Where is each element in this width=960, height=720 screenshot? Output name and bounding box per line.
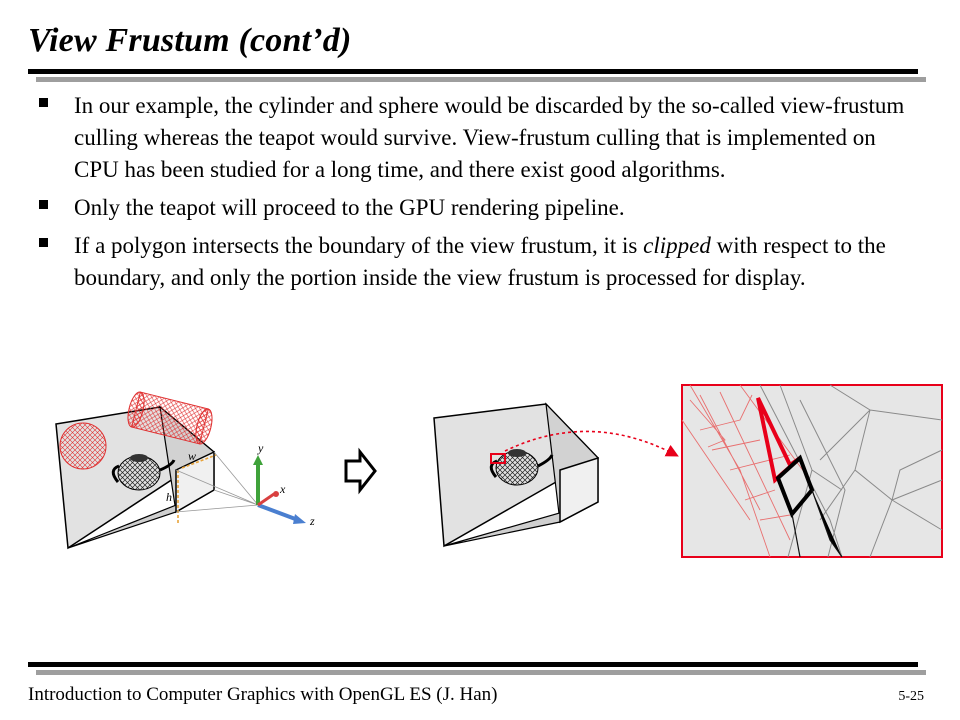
bullet-3-emphasis: clipped — [643, 233, 711, 258]
label-x: x — [279, 482, 286, 496]
footer-page-number: 5-25 — [898, 689, 924, 704]
label-z: z — [309, 514, 315, 528]
footer-course-title: Introduction to Computer Graphics with O… — [28, 684, 498, 705]
bullet-square-icon — [39, 98, 48, 107]
footer-rule-black — [28, 662, 918, 667]
bullet-item: Only the teapot will proceed to the GPU … — [36, 192, 916, 224]
label-y: y — [257, 441, 264, 455]
footer-rule-gray — [36, 670, 926, 675]
bullet-2-text: Only the teapot will proceed to the GPU … — [74, 195, 625, 220]
label-h: h — [166, 490, 172, 504]
right-arrow-icon — [344, 447, 377, 495]
bullet-square-icon — [39, 200, 48, 209]
frustum-culling-figure: w h y x z — [55, 384, 943, 558]
bullet-1-text: In our example, the cylinder and sphere … — [74, 93, 905, 182]
title-rule-black — [28, 69, 918, 74]
clipping-zoom-inset — [681, 384, 943, 558]
teapot-icon — [489, 449, 554, 486]
scene-frustum-before: w h y x z — [55, 391, 315, 550]
bullet-3-text-b: with respect to the boundary, and only t… — [74, 233, 886, 290]
bullet-item: In our example, the cylinder and sphere … — [36, 90, 916, 186]
bullet-list: In our example, the cylinder and sphere … — [36, 90, 916, 300]
teapot-icon — [111, 454, 176, 491]
bullet-3-text-a: If a polygon intersects the boundary of … — [74, 233, 644, 258]
title-rule-gray — [36, 77, 926, 82]
bullet-square-icon — [39, 238, 48, 247]
scene-frustum-after — [433, 402, 679, 548]
label-w: w — [188, 449, 196, 463]
bullet-item: If a polygon intersects the boundary of … — [36, 230, 916, 294]
slide-title: View Frustum (cont’d) — [28, 22, 352, 59]
